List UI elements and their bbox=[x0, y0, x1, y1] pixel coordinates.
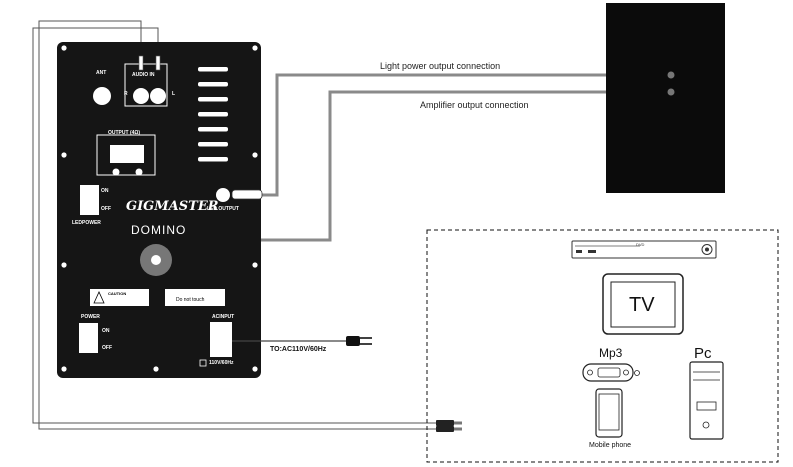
led-power-switch[interactable] bbox=[80, 185, 99, 215]
audio-in-l-label: L bbox=[172, 91, 176, 97]
warning-text: Do not touch bbox=[176, 297, 205, 303]
pc-label: Pc bbox=[694, 345, 712, 362]
tv-icon bbox=[602, 273, 684, 335]
caution-label: CAUTION bbox=[108, 291, 127, 296]
mp3-label: Mp3 bbox=[599, 346, 623, 360]
audio-in-r-label: R bbox=[124, 91, 128, 97]
antenna-connector[interactable] bbox=[93, 87, 111, 105]
led-output-socket[interactable] bbox=[216, 188, 230, 202]
amplifier-connection-label: Amplifier output connection bbox=[420, 100, 529, 110]
power-switch[interactable] bbox=[79, 323, 98, 353]
ac-input-label: ACINPUT bbox=[212, 314, 235, 320]
led-output-label: LED OUTPUT bbox=[207, 206, 239, 212]
audio-in-left-jack[interactable] bbox=[150, 88, 166, 104]
light-power-cable bbox=[262, 73, 670, 197]
ac-input-socket[interactable] bbox=[210, 322, 232, 357]
led-power-on-label: ON bbox=[101, 188, 109, 194]
fuse-icon bbox=[199, 359, 207, 367]
volume-knob-center bbox=[151, 255, 161, 265]
ant-label: ANT bbox=[96, 70, 107, 76]
mp3-player-icon bbox=[582, 363, 640, 382]
power-on-label: ON bbox=[102, 328, 110, 334]
warning-label-box bbox=[165, 289, 225, 306]
led-output-plug bbox=[231, 189, 263, 200]
display-panel bbox=[606, 3, 725, 193]
light-connector bbox=[667, 71, 675, 79]
model-name: DOMINO bbox=[131, 223, 187, 237]
led-power-label: LEDPOWER bbox=[72, 220, 101, 226]
tv-label: TV bbox=[629, 294, 655, 316]
audio-in-right-jack[interactable] bbox=[133, 88, 149, 104]
output-label: OUTPUT (4Ω) bbox=[108, 130, 141, 136]
rca-plugs bbox=[138, 55, 161, 71]
fuse-label: 110V/60Hz bbox=[209, 360, 234, 366]
speaker-output-terminal[interactable] bbox=[110, 145, 144, 163]
ac-power-cord bbox=[232, 336, 372, 346]
mounting-screws bbox=[61, 45, 258, 372]
minus-terminal[interactable] bbox=[112, 168, 120, 176]
brand-logo: GIGMASTER bbox=[126, 199, 219, 214]
light-connection-label: Light power output connection bbox=[380, 61, 501, 71]
power-label: POWER bbox=[81, 314, 100, 320]
warning-triangle-icon bbox=[93, 291, 105, 304]
plus-terminal[interactable] bbox=[135, 168, 143, 176]
led-power-off-label: OFF bbox=[101, 206, 111, 212]
source-rca-plugs bbox=[436, 420, 462, 432]
caution-label-box bbox=[90, 289, 149, 306]
dvd-label: DVD bbox=[636, 242, 645, 247]
power-off-label: OFF bbox=[102, 345, 112, 351]
speaker-output-block bbox=[96, 134, 156, 176]
ac-power-label: TO:AC110V/60Hz bbox=[270, 346, 327, 353]
pc-tower-icon bbox=[689, 361, 724, 440]
mobile-phone-icon bbox=[595, 388, 623, 438]
amplifier-connector bbox=[667, 88, 675, 96]
dvd-player-icon bbox=[571, 240, 717, 259]
audio-in-block bbox=[124, 63, 168, 107]
vent-slots bbox=[198, 67, 228, 162]
mobile-phone-label: Mobile phone bbox=[589, 442, 632, 449]
audio-in-label: AUDIO IN bbox=[132, 72, 155, 78]
source-devices-box bbox=[426, 229, 779, 463]
